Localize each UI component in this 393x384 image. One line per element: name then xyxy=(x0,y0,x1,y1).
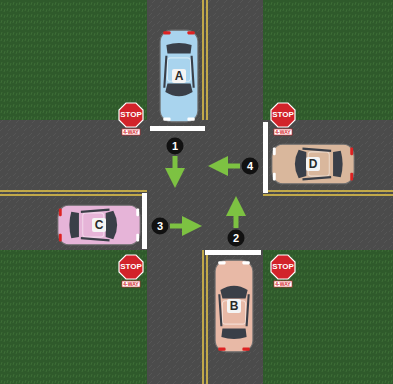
four-way-text: 4-WAY xyxy=(270,129,296,135)
callout-marker: 2 xyxy=(227,229,245,247)
car-letter: D xyxy=(306,157,321,171)
callout-number: 4 xyxy=(247,160,253,172)
callout-number: 1 xyxy=(172,140,178,152)
callout-number: 2 xyxy=(233,232,239,244)
stop-sign: STOP4-WAY xyxy=(270,254,296,288)
callout-marker: 3 xyxy=(151,217,169,235)
four-way-text: 4-WAY xyxy=(270,281,296,287)
car-letter: A xyxy=(172,69,187,83)
stop-text: STOP xyxy=(118,254,144,280)
car: C xyxy=(56,203,142,247)
stop-text: STOP xyxy=(270,254,296,280)
stop-text: STOP xyxy=(270,102,296,128)
car: B xyxy=(213,258,255,354)
car: A xyxy=(158,28,200,124)
stop-sign: STOP4-WAY xyxy=(118,254,144,288)
callout-number: 3 xyxy=(157,220,163,232)
stop-sign: STOP4-WAY xyxy=(118,102,144,136)
callout-marker: 1 xyxy=(166,137,184,155)
four-way-text: 4-WAY xyxy=(118,281,144,287)
car-letter: B xyxy=(227,299,242,313)
car-letter: C xyxy=(92,218,107,232)
car: D xyxy=(270,142,356,186)
stop-text: STOP xyxy=(118,102,144,128)
callout-marker: 4 xyxy=(241,157,259,175)
stop-sign: STOP4-WAY xyxy=(270,102,296,136)
four-way-text: 4-WAY xyxy=(118,129,144,135)
